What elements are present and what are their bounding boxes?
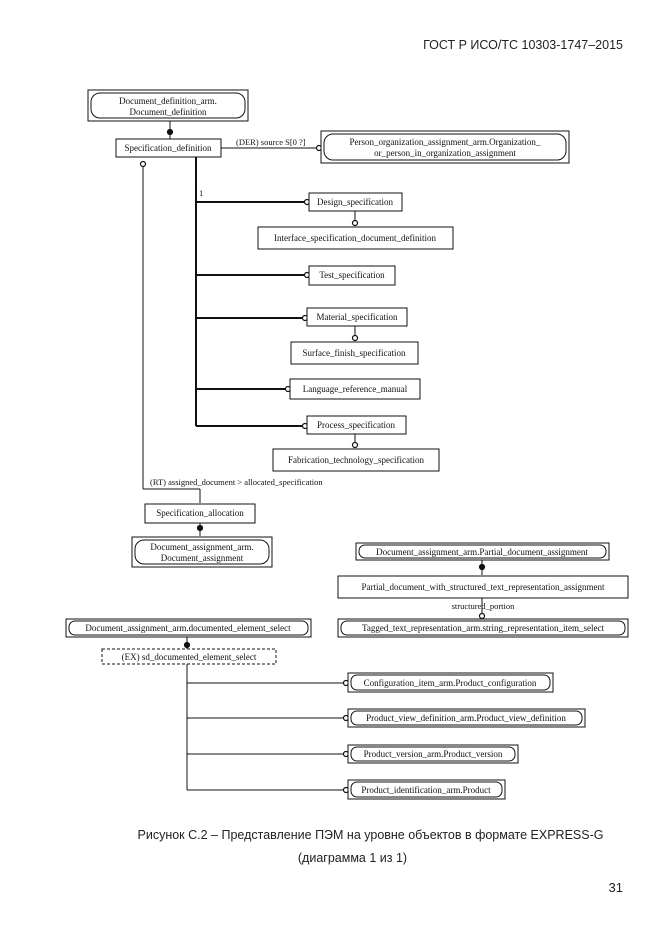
label-rt-assigned: (RT) assigned_document > allocated_speci… bbox=[150, 477, 323, 487]
page-header: ГОСТ Р ИСО/ТС 10303-1747–2015 bbox=[423, 38, 623, 52]
entity-interface-spec: Interface_specification_document_definit… bbox=[274, 233, 436, 243]
entity-documented-elem: Document_assignment_arm.documented_eleme… bbox=[85, 623, 291, 633]
entity-surface-spec: Surface_finish_specification bbox=[303, 348, 406, 358]
entity-test-spec-box bbox=[308, 265, 396, 286]
entity-partial-doc-struct-box bbox=[337, 575, 629, 599]
entity-doc-def-line2: Document_definition bbox=[130, 107, 207, 117]
entity-fab-tech-box bbox=[272, 448, 440, 472]
entity-sd-select-box bbox=[101, 648, 277, 665]
entity-material-spec: Material_specification bbox=[317, 312, 398, 322]
label-one: 1 bbox=[199, 188, 203, 198]
entity-doc-assign-line1: Document_assignment_arm. bbox=[150, 542, 253, 552]
entity-spec-def-box bbox=[115, 138, 222, 158]
label-structured-portion: structured_portion bbox=[452, 601, 516, 611]
entity-pvd: Product_view_definition_arm.Product_view… bbox=[366, 713, 566, 723]
entity-process-spec-box bbox=[306, 415, 407, 435]
entity-spec-def: Specification_definition bbox=[125, 143, 212, 153]
entity-material-spec-box bbox=[306, 307, 408, 327]
entity-design-spec: Design_specification bbox=[317, 197, 393, 207]
entity-partial-doc-assign: Document_assignment_arm.Partial_document… bbox=[376, 547, 588, 557]
entity-config-item: Configuration_item_arm.Product_configura… bbox=[364, 678, 537, 688]
entity-pid: Product_identification_arm.Product bbox=[361, 785, 491, 795]
entity-fab-tech: Fabrication_technology_specification bbox=[288, 455, 424, 465]
entity-person-org-line1: Person_organization_assignment_arm.Organ… bbox=[350, 137, 541, 147]
figure-caption: Рисунок С.2 – Представление ПЭМ на уровн… bbox=[137, 828, 604, 842]
entity-test-spec: Test_specification bbox=[319, 270, 385, 280]
entity-design-spec-box bbox=[308, 192, 403, 212]
entity-partial-doc-struct: Partial_document_with_structured_text_re… bbox=[362, 582, 605, 592]
entity-person-org-line2: or_person_in_organization_assignment bbox=[374, 148, 516, 158]
entity-doc-assign-line2: Document_assignment bbox=[161, 553, 244, 563]
page-number: 31 bbox=[608, 880, 623, 895]
entity-lang-ref: Language_reference_manual bbox=[303, 384, 408, 394]
entity-lang-ref-box bbox=[289, 378, 421, 400]
entity-sd-select: (EX) sd_documented_element_select bbox=[122, 652, 257, 662]
entity-interface-spec-box bbox=[257, 226, 454, 250]
entity-pver: Product_version_arm.Product_version bbox=[364, 749, 503, 759]
entity-spec-alloc: Specification_allocation bbox=[156, 508, 244, 518]
entity-process-spec: Process_specification bbox=[317, 420, 395, 430]
figure-caption-subtitle: (диаграмма 1 из 1) bbox=[297, 851, 408, 865]
entity-tagged-text: Tagged_text_representation_arm.string_re… bbox=[362, 623, 605, 633]
entity-surface-spec-box bbox=[290, 341, 419, 365]
label-der-source: (DER) source S[0 ?] bbox=[236, 137, 306, 147]
entity-spec-alloc-box bbox=[144, 503, 256, 524]
entity-doc-def-line1: Document_definition_arm. bbox=[119, 96, 217, 106]
